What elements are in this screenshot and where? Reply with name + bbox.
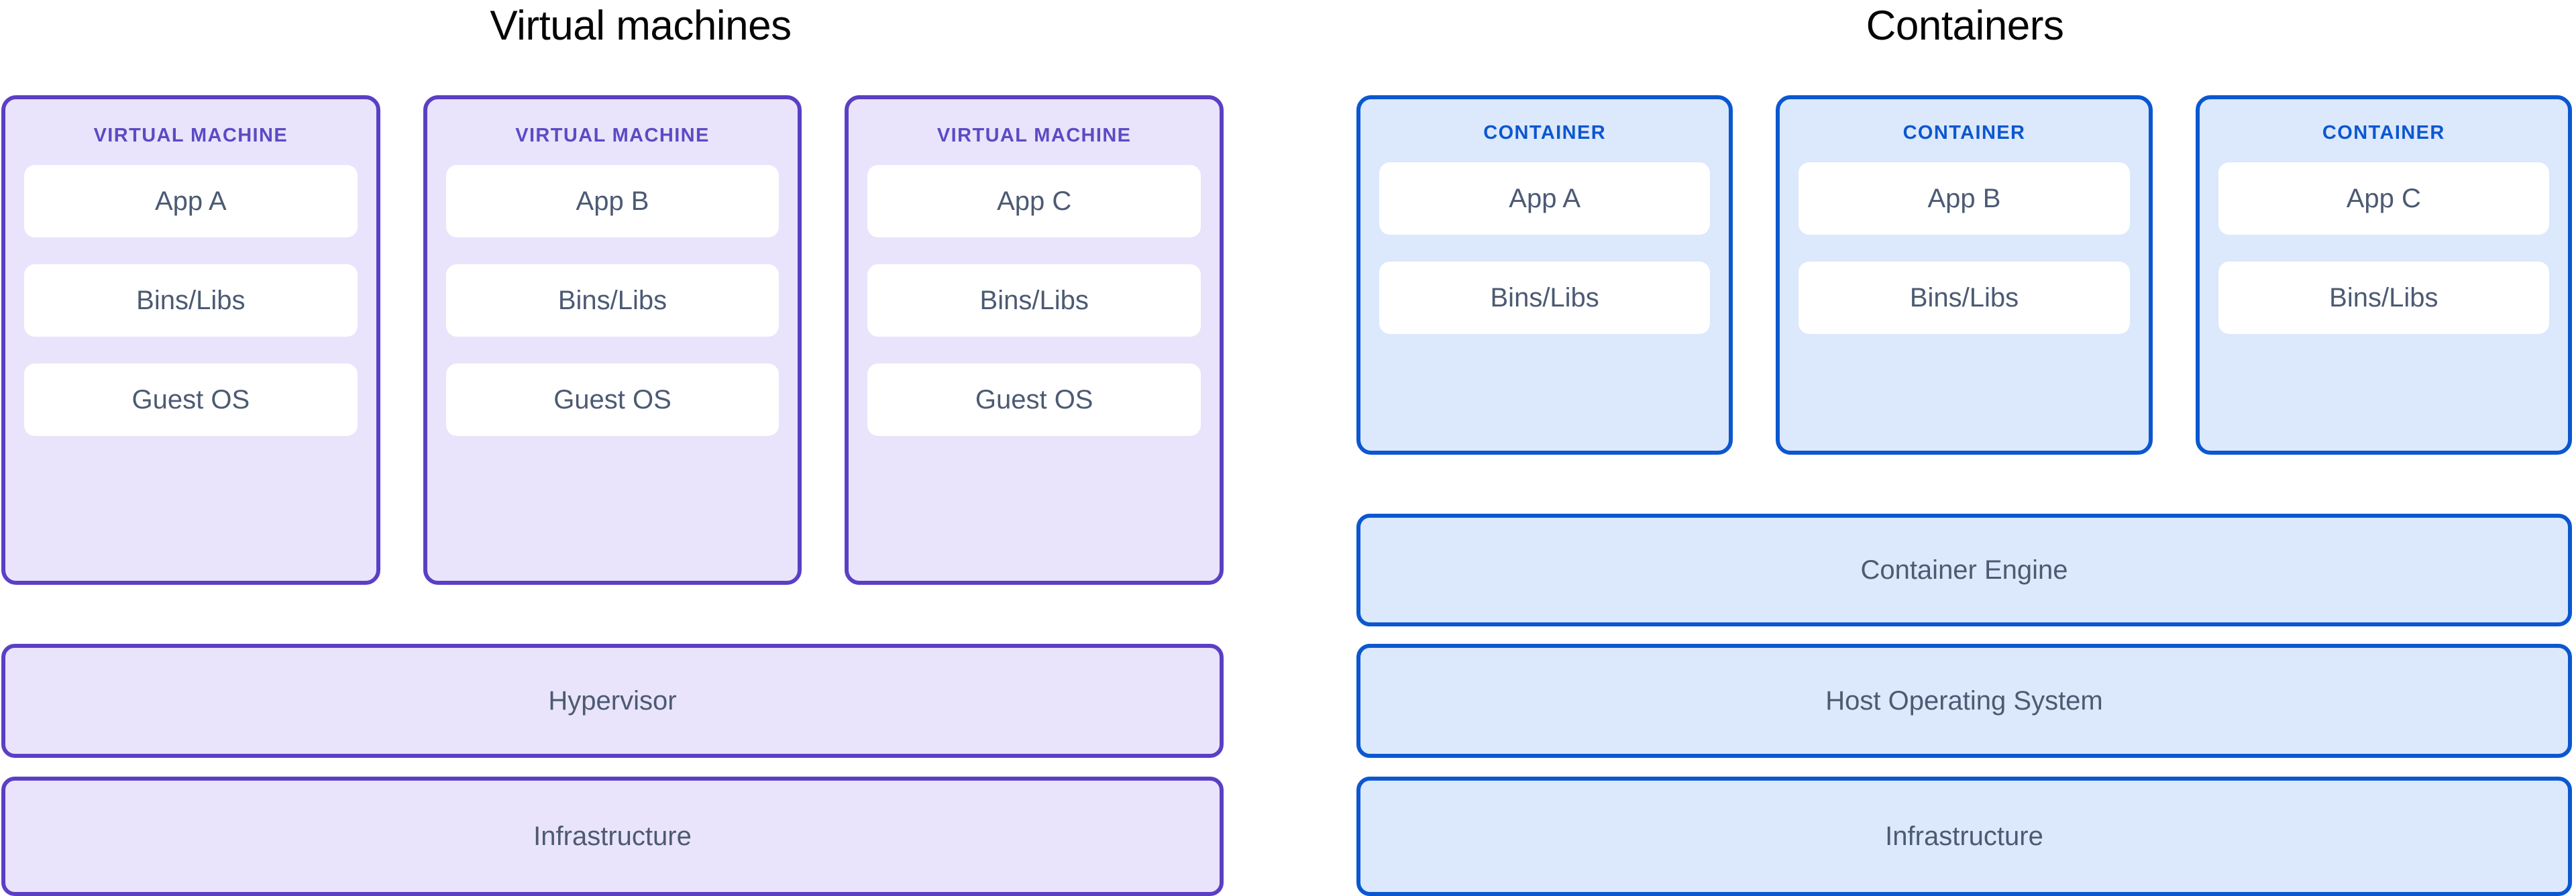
virtual-machine-card-3[interactable]: VIRTUAL MACHINE App C Bins/Libs Guest OS [845, 95, 1224, 585]
container2-layer-app: App B [1799, 162, 2130, 235]
container3-layer-bins-libs: Bins/Libs [2218, 262, 2549, 334]
container-infrastructure-bar[interactable]: Infrastructure [1356, 777, 2572, 896]
vm2-layer-app: App B [445, 165, 780, 237]
container-card-1[interactable]: CONTAINER App A Bins/Libs [1356, 95, 1733, 455]
vm3-layer-app: App C [867, 165, 1201, 237]
vm1-layer-guest-os: Guest OS [24, 363, 358, 436]
vm2-layer-bins-libs: Bins/Libs [445, 264, 780, 337]
virtual-machines-column: Virtual machines VIRTUAL MACHINE App A B… [0, 0, 1228, 896]
containers-column: Containers CONTAINER App A Bins/Libs CON… [1354, 0, 2576, 896]
container-card-2[interactable]: CONTAINER App B Bins/Libs [1776, 95, 2153, 455]
vm1-layer-bins-libs: Bins/Libs [24, 264, 358, 337]
vm3-layer-bins-libs: Bins/Libs [867, 264, 1201, 337]
host-operating-system-bar[interactable]: Host Operating System [1356, 644, 2572, 758]
virtual-machine-label-3: VIRTUAL MACHINE [936, 125, 1132, 146]
virtual-machine-label-2: VIRTUAL MACHINE [515, 125, 710, 146]
virtual-machine-label-1: VIRTUAL MACHINE [93, 125, 288, 146]
container-label-3: CONTAINER [2322, 122, 2445, 144]
containers-title: Containers [1866, 3, 2064, 49]
hypervisor-bar[interactable]: Hypervisor [1, 644, 1224, 758]
vm1-layer-app: App A [24, 165, 358, 237]
container-card-3[interactable]: CONTAINER App C Bins/Libs [2195, 95, 2572, 455]
container3-layer-app: App C [2218, 162, 2549, 235]
container-label-1: CONTAINER [1483, 122, 1607, 144]
container-label-2: CONTAINER [1902, 122, 2026, 144]
vm3-layer-guest-os: Guest OS [867, 363, 1201, 436]
vm2-layer-guest-os: Guest OS [445, 363, 780, 436]
virtual-machine-card-1[interactable]: VIRTUAL MACHINE App A Bins/Libs Guest OS [1, 95, 380, 585]
virtual-machine-card-row: VIRTUAL MACHINE App A Bins/Libs Guest OS… [1, 95, 1224, 585]
virtual-machines-title: Virtual machines [490, 3, 792, 49]
container-engine-bar[interactable]: Container Engine [1356, 514, 2572, 626]
virtual-machine-card-2[interactable]: VIRTUAL MACHINE App B Bins/Libs Guest OS [423, 95, 802, 585]
container1-layer-bins-libs: Bins/Libs [1379, 262, 1711, 334]
container2-layer-bins-libs: Bins/Libs [1799, 262, 2130, 334]
vm-infrastructure-bar[interactable]: Infrastructure [1, 777, 1224, 896]
container-card-row: CONTAINER App A Bins/Libs CONTAINER App … [1356, 95, 2572, 455]
container1-layer-app: App A [1379, 162, 1711, 235]
